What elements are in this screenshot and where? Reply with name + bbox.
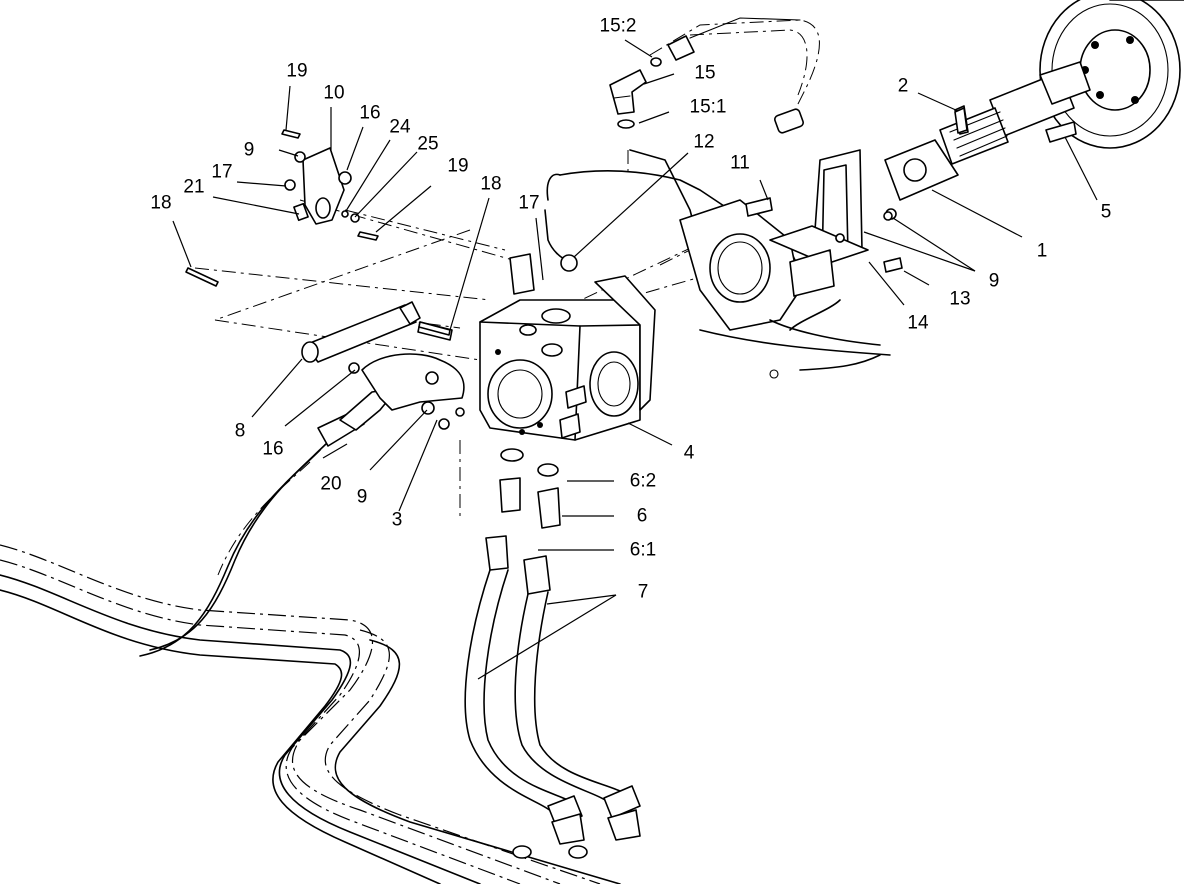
callout-9-upper: 9 xyxy=(243,139,255,161)
callout-5: 5 xyxy=(1100,201,1112,223)
callout-15-1: 15:1 xyxy=(689,96,727,118)
elbow-fitting-15 xyxy=(609,69,647,129)
callout-15-2: 15:2 xyxy=(599,15,637,37)
callout-18-center: 18 xyxy=(480,173,502,195)
callout-9-right: 9 xyxy=(988,270,1000,292)
hardware-bolts xyxy=(745,107,968,273)
upper-bracket-10 xyxy=(185,129,451,336)
callout-4: 4 xyxy=(683,442,695,464)
hydraulic-pump-4 xyxy=(479,253,656,441)
control-lever-assembly xyxy=(301,301,465,430)
callout-6-1: 6:1 xyxy=(629,539,657,561)
feed-tube xyxy=(650,17,804,134)
callout-24: 24 xyxy=(389,116,411,138)
callout-18-left: 18 xyxy=(150,192,172,214)
callout-12: 12 xyxy=(693,131,715,153)
hydraulic-hoses-7 xyxy=(464,448,641,859)
callout-20: 20 xyxy=(320,473,342,495)
callout-9-lower: 9 xyxy=(356,486,368,508)
drive-shaft xyxy=(884,0,1184,220)
mounting-plate xyxy=(544,149,891,379)
callout-15: 15 xyxy=(694,62,716,84)
callout-6: 6 xyxy=(636,505,648,527)
callout-7: 7 xyxy=(637,581,649,603)
callout-8: 8 xyxy=(234,420,246,442)
callout-16-upper: 16 xyxy=(359,102,381,124)
callout-3: 3 xyxy=(391,509,403,531)
callout-21: 21 xyxy=(183,176,205,198)
callout-19-upper: 19 xyxy=(286,60,308,82)
throttle-cable xyxy=(139,387,399,657)
callout-19-right: 19 xyxy=(447,155,469,177)
callout-10: 10 xyxy=(323,82,345,104)
callout-25: 25 xyxy=(417,133,439,155)
callout-11: 11 xyxy=(730,152,750,174)
callout-17-center: 17 xyxy=(518,192,540,214)
callout-16-lower: 16 xyxy=(262,438,284,460)
hydraulic-tube-bundle xyxy=(0,544,621,884)
callout-17-left: 17 xyxy=(211,161,233,183)
callout-14: 14 xyxy=(907,312,929,334)
callout-2: 2 xyxy=(897,75,909,97)
leader-lines xyxy=(172,39,1098,680)
callout-13: 13 xyxy=(949,288,971,310)
callout-6-2: 6:2 xyxy=(629,470,657,492)
callout-1: 1 xyxy=(1036,240,1048,262)
